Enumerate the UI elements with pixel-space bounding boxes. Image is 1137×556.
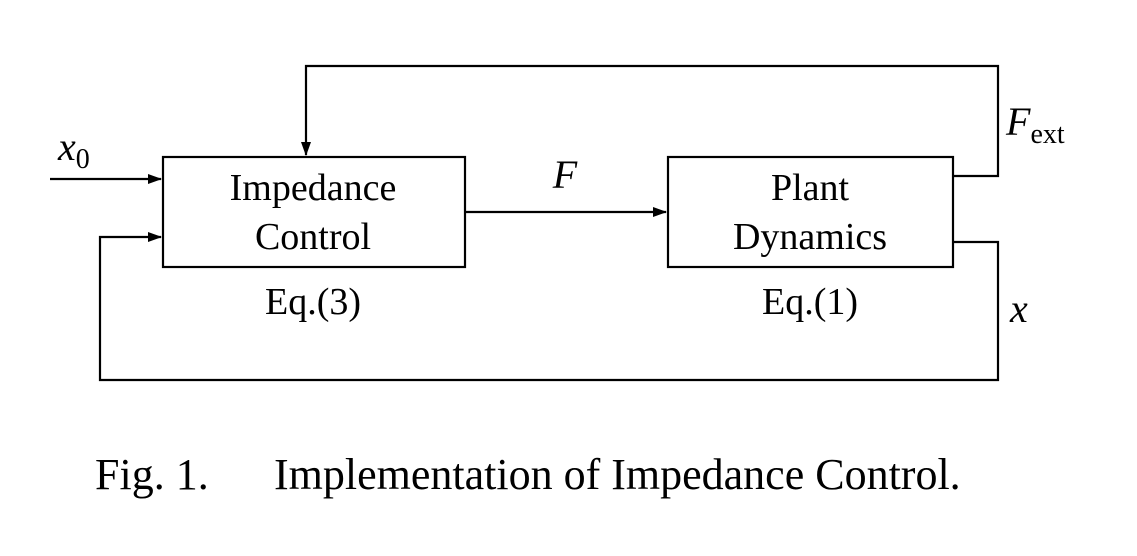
x0-subscript: 0	[76, 144, 90, 175]
fext-feedback-path	[301, 64, 1000, 178]
impedance-equation-label: Eq.(3)	[265, 281, 361, 323]
x-signal-label: x	[1009, 286, 1028, 331]
figure-caption-text: Implementation of Impedance Control.	[274, 450, 961, 499]
plant-equation-label: Eq.(1)	[762, 281, 858, 323]
impedance-block-line2: Control	[255, 216, 371, 258]
x-feedback-path	[98, 232, 1000, 382]
x0-signal-label: x0	[57, 124, 90, 175]
fext-signal-label: Fext	[1005, 99, 1065, 150]
plant-block-line2: Dynamics	[733, 216, 887, 258]
impedance-block-line1: Impedance	[230, 167, 397, 209]
fext-base: F	[1005, 99, 1031, 144]
plant-dynamics-block	[666, 155, 955, 269]
force-signal-label: F	[552, 152, 578, 197]
figure-caption-label: Fig. 1.	[95, 450, 209, 499]
fext-subscript: ext	[1030, 119, 1064, 150]
impedance-control-block	[161, 155, 467, 269]
plant-block-line1: Plant	[771, 167, 850, 209]
x0-base: x	[57, 124, 76, 169]
